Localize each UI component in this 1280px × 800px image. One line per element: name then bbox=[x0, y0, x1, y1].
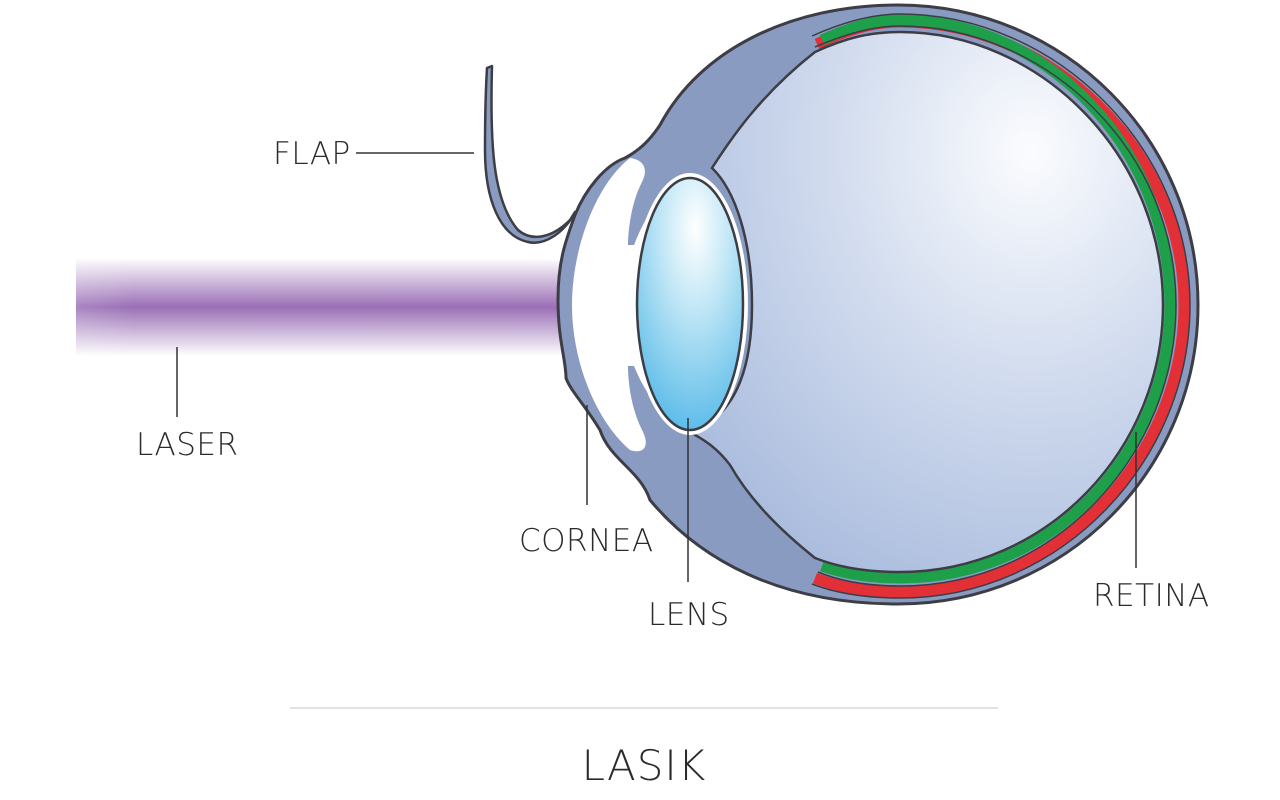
flap-label: FLAP bbox=[273, 136, 351, 172]
retina-label: RETINA bbox=[1093, 578, 1210, 614]
retina-green-layer bbox=[819, 14, 1176, 584]
cornea-label: CORNEA bbox=[519, 523, 654, 559]
vitreous-body bbox=[687, 30, 1165, 574]
laser-label: LASER bbox=[136, 427, 239, 463]
eye-cross-section-icon bbox=[556, 3, 1200, 606]
corneal-flap bbox=[483, 64, 577, 244]
page-title: LASIK bbox=[582, 741, 707, 790]
lens-label: LENS bbox=[648, 597, 730, 633]
lens-icon bbox=[635, 176, 745, 432]
laser-beam-icon bbox=[76, 258, 568, 356]
anterior-chamber bbox=[572, 158, 650, 452]
